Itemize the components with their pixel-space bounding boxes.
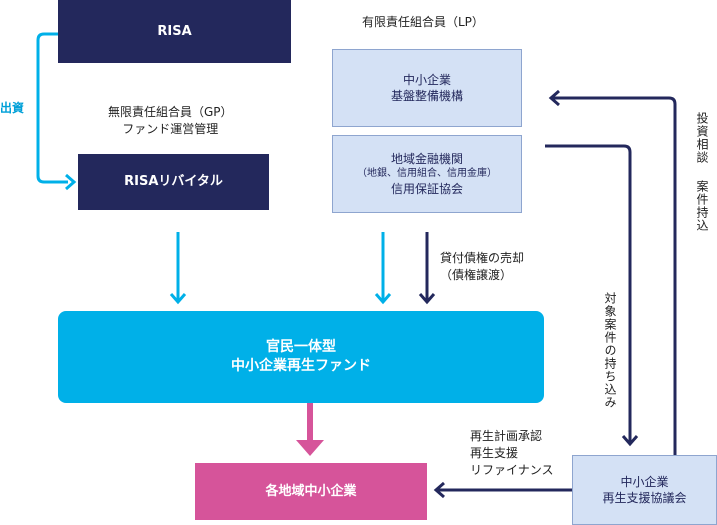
- support-label: 再生計画承認 再生支援 リファイナンス: [470, 428, 554, 478]
- risa-label: RISA: [157, 23, 192, 39]
- regional-finance-line2: （地銀、信用組合、信用金庫）: [357, 168, 497, 180]
- investment-arrow: [36, 32, 68, 184]
- regional-finance-line3: 信用保証協会: [390, 181, 463, 196]
- fund-to-smes-arrowhead: [296, 440, 324, 456]
- support-arrowhead: [433, 481, 445, 499]
- smrj-line1: 中小企業: [402, 72, 451, 87]
- support-line2: 再生支援: [470, 445, 519, 460]
- regional-finance-box: 地域金融機関 （地銀、信用組合、信用金庫） 信用保証協会: [332, 135, 522, 213]
- investment-arrowhead: [65, 173, 77, 191]
- smrj-line2: 基盤整備機構: [390, 89, 463, 103]
- regional-smes-label: 各地域中小企業: [265, 483, 357, 499]
- referral-label: 対象案件の持ち込み: [603, 292, 617, 409]
- fund-line1: 官民一体型: [266, 339, 336, 356]
- risa-revital-label: RISAリバイタル: [124, 174, 223, 190]
- referral-arrowhead: [621, 435, 639, 447]
- gp-to-fund-arrowhead: [169, 293, 187, 305]
- revitalization-council-box: 中小企業 再生支援協議会: [572, 455, 717, 525]
- loan-sale-label: 貸付債権の売却 （債権譲渡）: [440, 250, 524, 284]
- lp-label: 有限責任組合員（LP）: [362, 15, 484, 29]
- invest-consult-arrowhead: [548, 89, 560, 107]
- regional-finance-line1: 地域金融機関: [390, 152, 463, 167]
- invest-consult-label: 投資相談: [695, 112, 709, 164]
- risa-revital-box: RISAリバイタル: [78, 154, 269, 210]
- support-line1: 再生計画承認: [470, 429, 543, 443]
- loan-sale-line1: 貸付債権の売却: [440, 251, 525, 265]
- gp-label: 無限責任組合員（GP） ファンド運営管理: [108, 104, 233, 138]
- council-line2: 再生支援協議会: [602, 491, 687, 505]
- lp-to-fund-arrowhead: [374, 293, 392, 305]
- smrj-box: 中小企業 基盤整備機構: [332, 49, 522, 127]
- risa-box: RISA: [58, 0, 291, 63]
- fund-line2: 中小企業再生ファンド: [231, 358, 371, 374]
- support-line3: リファイナンス: [470, 462, 554, 477]
- public-private-fund-box: 官民一体型 中小企業再生ファンド: [58, 311, 544, 403]
- gp-label-line2: ファンド運営管理: [122, 121, 219, 136]
- invest-consult-arrow: [553, 96, 677, 455]
- gp-label-line1: 無限責任組合員（GP）: [108, 105, 233, 119]
- case-bring-label: 案件持込: [695, 180, 709, 232]
- investment-label: 出資: [0, 101, 25, 115]
- loan-sale-arrowhead: [418, 293, 436, 305]
- referral-arrow: [545, 144, 632, 442]
- regional-smes-box: 各地域中小企業: [195, 463, 427, 520]
- loan-sale-line2: （債権譲渡）: [440, 267, 513, 282]
- council-line1: 中小企業: [620, 474, 669, 489]
